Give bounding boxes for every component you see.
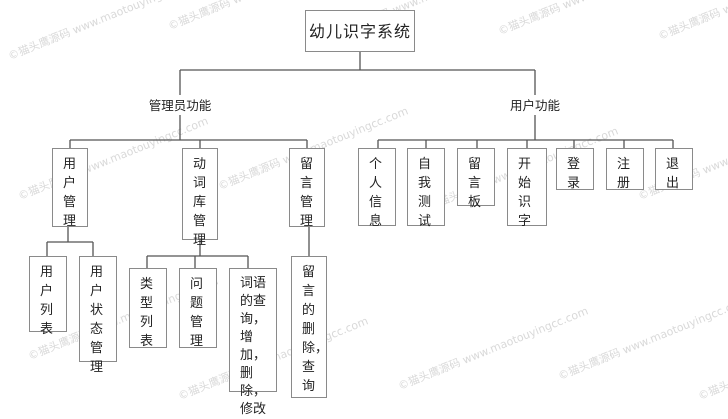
vocab-management-label: 动词库管理 — [193, 157, 207, 248]
word-crud-label: 词语的查询，增加，删除，修改 — [240, 276, 267, 417]
admin-functions-label: 管理员功能 — [148, 95, 212, 115]
logout-node: 退出 — [655, 148, 693, 191]
vocab-management-node: 动词库管理 — [182, 148, 218, 248]
message-delete-query-label: 留言的删除，查询 — [302, 265, 329, 394]
start-learning-label: 开始识字 — [518, 157, 532, 229]
user-functions-label: 用户功能 — [509, 95, 560, 115]
user-list-node: 用户列表 — [29, 256, 67, 337]
message-delete-query-node: 留言的删除，查询 — [291, 256, 329, 398]
user-status-label: 用户状态管理 — [90, 265, 104, 375]
message-management-label: 留言管理 — [300, 157, 314, 229]
root-label: 幼儿识字系统 — [308, 21, 411, 41]
root-node: 幼儿识字系统 — [305, 10, 415, 52]
type-list-label: 类型列表 — [140, 277, 154, 349]
user-list-label: 用户列表 — [40, 265, 54, 337]
logout-label: 退出 — [666, 157, 680, 191]
login-label: 登录 — [567, 157, 581, 191]
register-label: 注册 — [617, 157, 631, 191]
user-status-node: 用户状态管理 — [79, 256, 117, 375]
admin-functions-node: 管理员功能 — [140, 95, 220, 115]
question-management-label: 问题管理 — [190, 277, 204, 349]
message-board-node: 留言板 — [457, 148, 495, 210]
user-management-node: 用户管理 — [52, 148, 88, 229]
user-functions-node: 用户功能 — [500, 95, 570, 115]
personal-info-node: 个人信息 — [358, 148, 396, 229]
type-list-node: 类型列表 — [129, 268, 167, 349]
self-test-node: 自我测试 — [407, 148, 445, 229]
word-crud-node: 词语的查询，增加，删除，修改 — [229, 268, 277, 417]
start-learning-node: 开始识字 — [507, 148, 547, 229]
message-management-node: 留言管理 — [289, 148, 325, 229]
message-board-label: 留言板 — [468, 157, 482, 210]
login-node: 登录 — [556, 148, 594, 191]
question-management-node: 问题管理 — [179, 268, 217, 349]
user-management-label: 用户管理 — [63, 157, 77, 229]
register-node: 注册 — [606, 148, 644, 191]
personal-info-label: 个人信息 — [369, 157, 383, 229]
self-test-label: 自我测试 — [418, 157, 432, 229]
